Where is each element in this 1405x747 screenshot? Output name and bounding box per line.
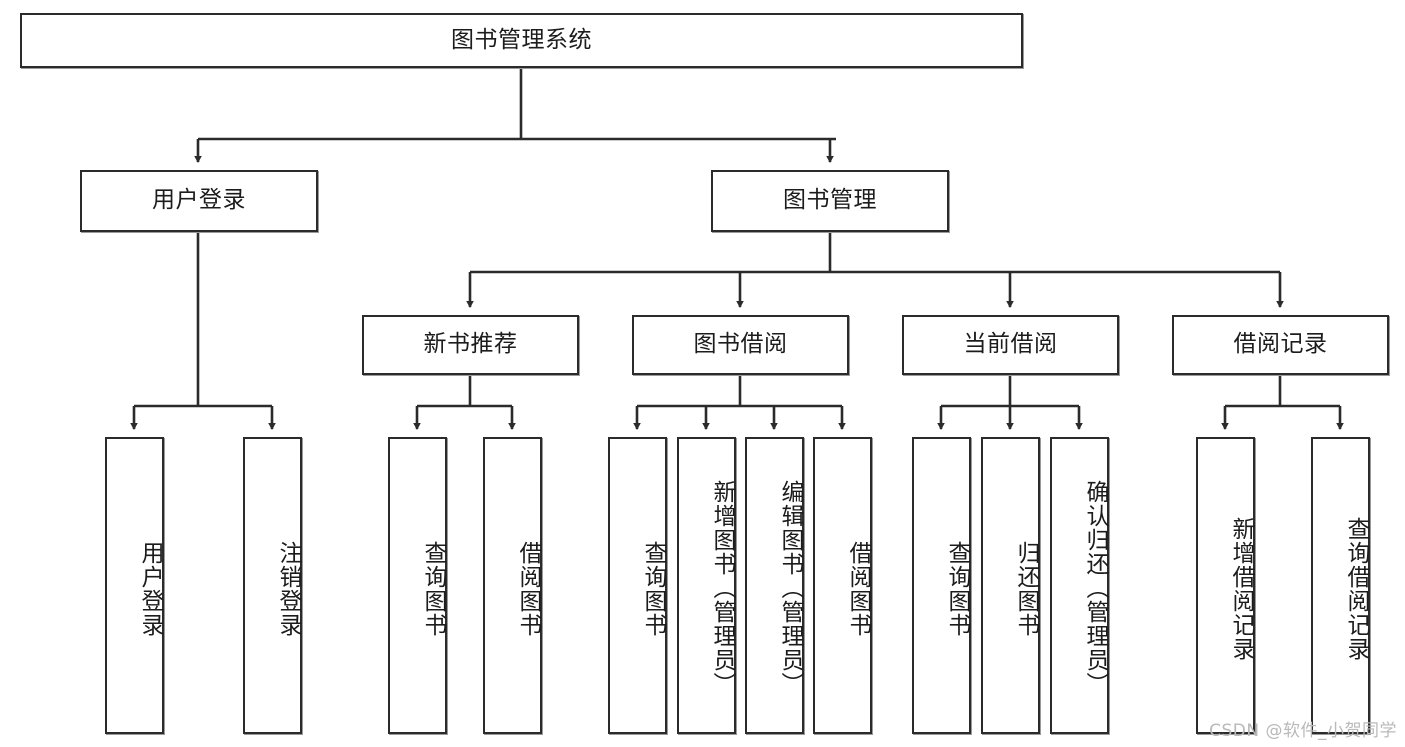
node-user-login[interactable]: 用户登录	[80, 170, 318, 232]
node-label: 图书借阅	[693, 331, 788, 358]
node-new-book-recommendation[interactable]: 新书推荐	[362, 315, 579, 375]
leaf-new-book-borrow-book[interactable]: 借阅图书	[483, 437, 542, 734]
node-label: 查询图书	[944, 540, 970, 637]
node-book-management[interactable]: 图书管理	[711, 170, 949, 232]
node-borrowing-record[interactable]: 借阅记录	[1172, 315, 1389, 375]
leaf-borrow-record-query-record[interactable]: 查询借阅记录	[1311, 437, 1370, 734]
node-current-borrowing[interactable]: 当前借阅	[902, 315, 1119, 375]
leaf-user-login-logout[interactable]: 注销登录	[243, 437, 302, 734]
csdn-watermark: CSDN @软件_小贺同学	[1209, 721, 1397, 741]
node-label: 归还图书	[1013, 540, 1039, 637]
node-label: 借阅记录	[1233, 331, 1328, 358]
node-label: 确认归还（管理员）	[1082, 479, 1108, 696]
node-label: 查询图书	[640, 540, 666, 637]
node-label: 新增借阅记录	[1228, 516, 1254, 661]
node-label: 图书管理系统	[451, 26, 592, 53]
node-label: 新书推荐	[423, 331, 518, 358]
leaf-user-login-login[interactable]: 用户登录	[105, 437, 164, 734]
leaf-borrow-record-add-record[interactable]: 新增借阅记录	[1196, 437, 1255, 734]
leaf-current-borrow-return-book[interactable]: 归还图书	[981, 437, 1040, 734]
leaf-book-borrow-query-book[interactable]: 查询图书	[608, 437, 667, 734]
leaf-book-borrow-borrow-book[interactable]: 借阅图书	[813, 437, 872, 734]
node-label: 新增图书（管理员）	[709, 479, 735, 696]
node-label: 图书管理	[783, 187, 877, 214]
node-label: 借阅图书	[515, 540, 541, 637]
node-label: 编辑图书（管理员）	[777, 479, 803, 696]
leaf-current-borrow-query-book[interactable]: 查询图书	[912, 437, 971, 734]
leaf-new-book-query-book[interactable]: 查询图书	[388, 437, 447, 734]
node-label: 注销登录	[275, 540, 301, 637]
node-label: 查询图书	[420, 540, 446, 637]
leaf-book-borrow-edit-book-admin[interactable]: 编辑图书（管理员）	[745, 437, 804, 734]
leaf-current-borrow-confirm-return-admin[interactable]: 确认归还（管理员）	[1050, 437, 1109, 734]
node-book-management-system[interactable]: 图书管理系统	[20, 13, 1023, 68]
node-label: 用户登录	[152, 187, 246, 214]
node-label: 借阅图书	[845, 540, 871, 637]
node-label: 用户登录	[137, 540, 163, 637]
node-book-borrowing[interactable]: 图书借阅	[632, 315, 849, 375]
node-label: 查询借阅记录	[1343, 516, 1369, 661]
leaf-book-borrow-add-book-admin[interactable]: 新增图书（管理员）	[677, 437, 736, 734]
node-label: 当前借阅	[963, 331, 1058, 358]
